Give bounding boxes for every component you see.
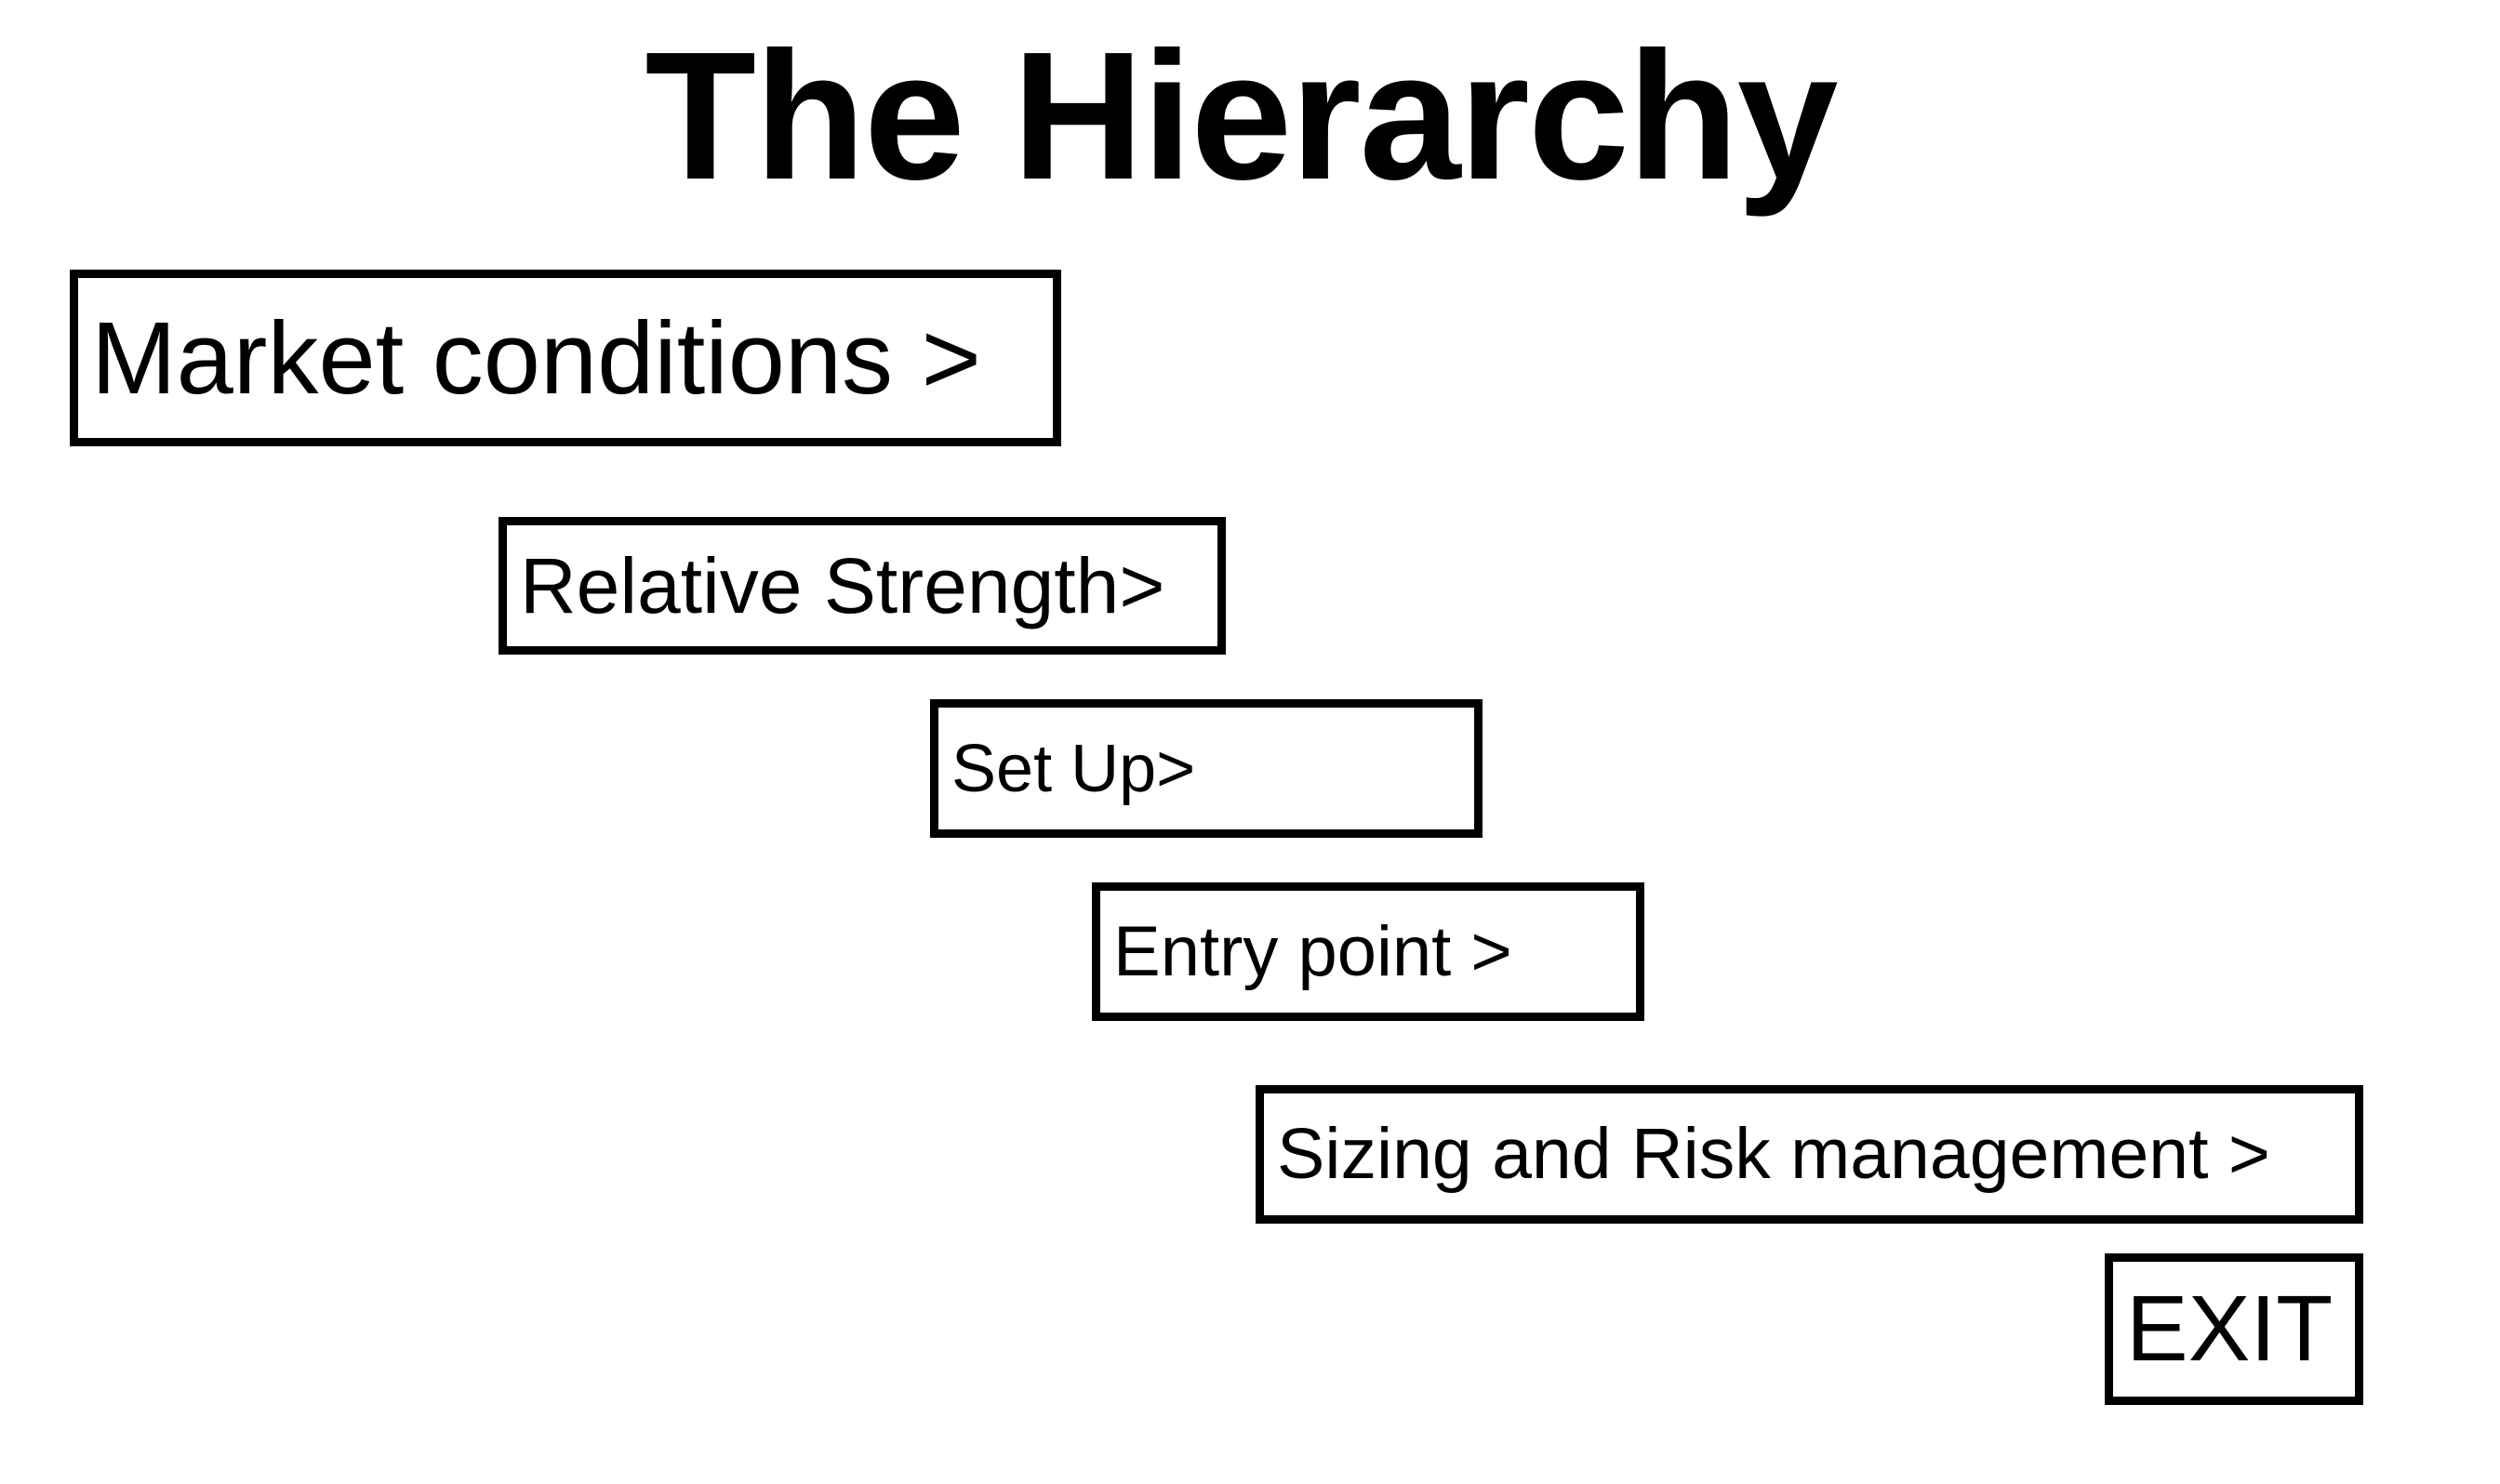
set-up-button[interactable]: Set Up>: [930, 699, 1483, 838]
exit-label: EXIT: [2126, 1277, 2334, 1381]
relative-strength-button[interactable]: Relative Strength>: [499, 517, 1226, 655]
entry-point-button[interactable]: Entry point >: [1092, 882, 1644, 1021]
sizing-risk-management-label: Sizing and Risk management >: [1277, 1114, 2270, 1194]
market-conditions-button[interactable]: Market conditions >: [70, 270, 1061, 446]
sizing-risk-management-button[interactable]: Sizing and Risk management >: [1256, 1085, 2363, 1224]
page-title: The Hierarchy: [645, 14, 1838, 218]
set-up-label: Set Up>: [951, 731, 1196, 806]
exit-button[interactable]: EXIT: [2105, 1253, 2363, 1405]
relative-strength-label: Relative Strength>: [520, 541, 1165, 629]
market-conditions-label: Market conditions >: [91, 300, 981, 416]
entry-point-label: Entry point >: [1113, 912, 1512, 991]
